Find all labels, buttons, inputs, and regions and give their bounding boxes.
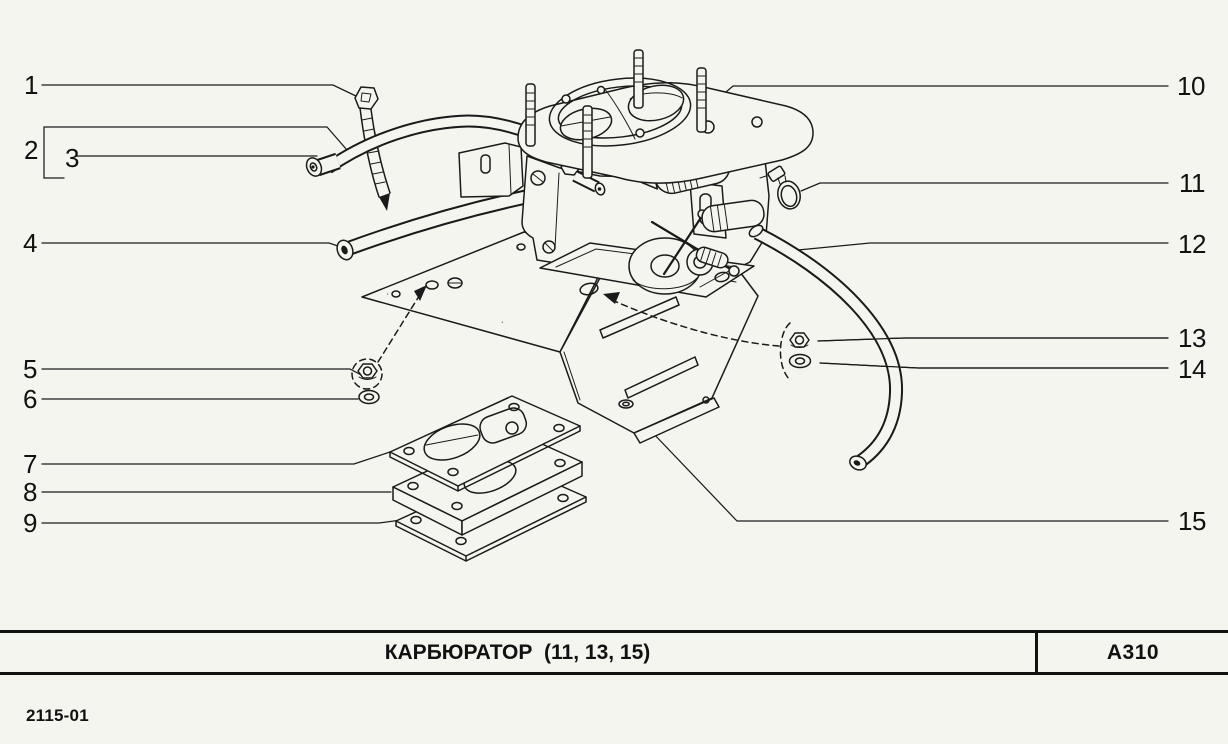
callout-14: 14 (1178, 354, 1206, 384)
hose-clamp (759, 165, 801, 210)
drain-hose (748, 224, 904, 471)
carburetor-body (458, 49, 814, 298)
title-cell: КАРБЮРАТОР (11, 13, 15) (0, 633, 1038, 672)
leader-line-2 (43, 126, 348, 179)
nut-13 (789, 332, 810, 348)
support-bracket (458, 142, 524, 198)
callout-15: 15 (1178, 506, 1206, 536)
callout-4: 4 (23, 228, 37, 258)
drawing-title: КАРБЮРАТОР (11, 13, 15) (384, 640, 651, 664)
mounting-stud (525, 83, 536, 147)
callout-12: 12 (1178, 229, 1206, 259)
dashed-group-bracket (779, 322, 791, 380)
title-block: КАРБЮРАТОР (11, 13, 15) А310 (0, 630, 1228, 675)
carburetor-gasket (389, 395, 581, 492)
assembly-arrow-right (603, 292, 780, 347)
callout-9: 9 (23, 508, 37, 538)
washer-14 (788, 353, 812, 369)
washer-6 (358, 389, 380, 405)
leader-line-12 (797, 242, 1169, 251)
mounting-stud (633, 49, 644, 109)
leader-line-15 (650, 430, 1169, 522)
callout-7: 7 (23, 449, 37, 479)
float-bowl (628, 237, 702, 295)
callout-13: 13 (1178, 323, 1206, 353)
hose-ferrule (305, 157, 323, 177)
leader-line-9 (41, 517, 417, 524)
mounting-stud-10 (696, 67, 707, 133)
callout-11: 11 (1179, 168, 1206, 198)
callout-6: 6 (23, 384, 37, 414)
callout-5: 5 (23, 354, 37, 384)
leader-line-1 (41, 84, 359, 98)
callout-2: 2 (24, 135, 38, 165)
nut-5 (357, 363, 378, 380)
model-code: 2115-01 (26, 706, 89, 725)
leader-line-11 (800, 182, 1169, 192)
code-cell: А310 (1038, 633, 1228, 672)
callout-1: 1 (24, 70, 38, 100)
leader-line-5 (41, 368, 364, 377)
leader-line-7 (41, 451, 391, 465)
page-code: А310 (1106, 640, 1160, 664)
dashed-position-circle (351, 358, 383, 390)
idle-actuator (701, 199, 765, 233)
leader-line-10 (711, 85, 1169, 105)
callout-3: 3 (65, 143, 79, 173)
callout-8: 8 (23, 477, 37, 507)
assembly-arrow-left (377, 285, 427, 363)
callout-10: 10 (1177, 71, 1205, 101)
leader-lines-over (817, 337, 1169, 369)
leader-line-4 (41, 242, 342, 248)
mounting-stud (582, 105, 593, 179)
